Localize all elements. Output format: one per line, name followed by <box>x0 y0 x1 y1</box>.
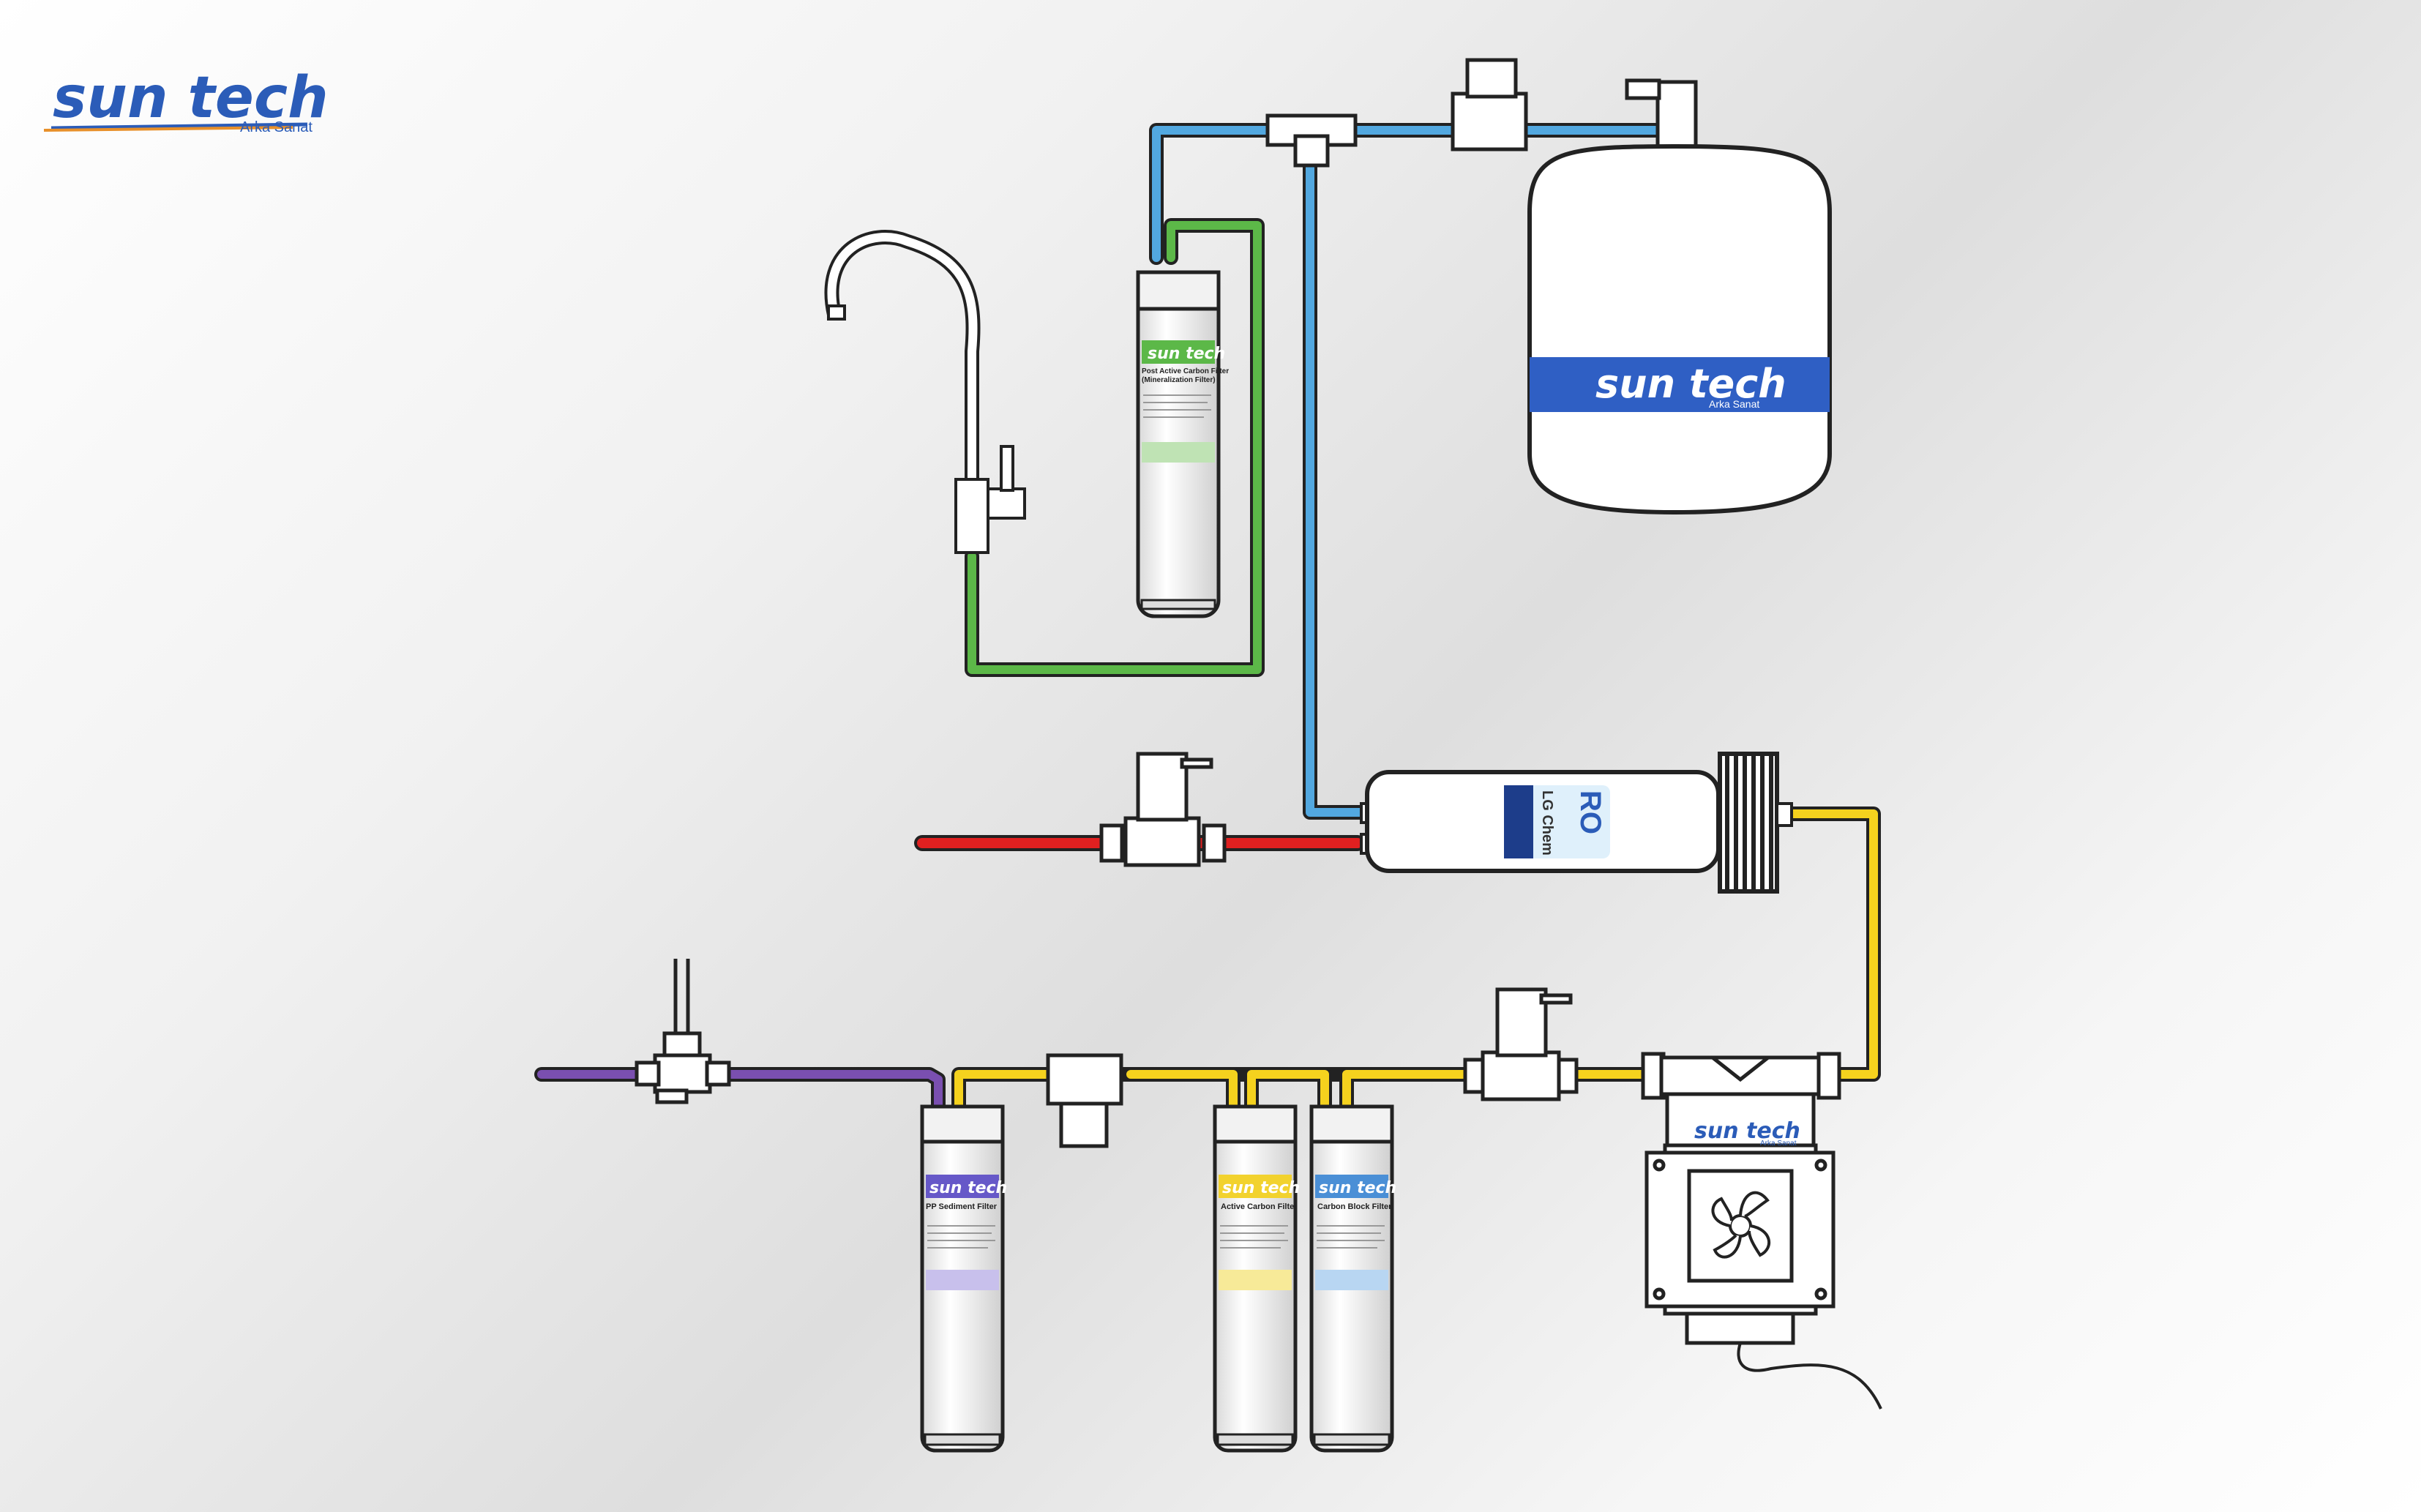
logo-tagline: Arka Sanat <box>240 119 313 135</box>
logo-wordmark: sun tech <box>53 65 329 131</box>
post-filter-logo: sun tech <box>1148 345 1225 363</box>
pp-filter-title: PP Sediment Filter <box>926 1202 998 1211</box>
tank-band <box>1530 357 1830 412</box>
post-filter-pipe <box>965 218 1265 677</box>
cb-filter-title: Carbon Block Filter <box>1317 1202 1392 1211</box>
filter-carbon-block: sun tech Carbon Block Filter <box>1309 1104 1396 1453</box>
ac-filter-title: Active Carbon Filter <box>1221 1202 1298 1211</box>
tank-logo: sun tech <box>1595 361 1786 407</box>
tee-fitting <box>1265 113 1358 168</box>
yellow-pipe-stroke-1 <box>1781 809 1878 1079</box>
cb-filter-band <box>1315 1175 1388 1198</box>
drain-solenoid-valve[interactable] <box>1099 752 1227 867</box>
pump-power-cable <box>1737 1342 1882 1410</box>
tank-tagline: Arka Sanat <box>1709 398 1759 410</box>
company-logo: sun tech Arka Sanat <box>43 65 329 135</box>
faucet-handle[interactable] <box>1000 445 1014 492</box>
inlet-solenoid-valve[interactable] <box>1463 987 1579 1101</box>
inlet-pipe <box>534 1067 946 1114</box>
pump-logo: sun tech <box>1694 1118 1800 1144</box>
post-filter-band <box>1142 340 1215 364</box>
post-filter-title-1: Post Active Carbon Filter <box>1142 367 1229 375</box>
shut-off-valve[interactable] <box>1451 58 1528 151</box>
pump-tagline: Arka Sanat <box>1760 1139 1797 1148</box>
prefilter-pipe <box>951 1067 1650 1114</box>
booster-pump: sun tech Arka Sanat <box>1641 1052 1882 1410</box>
fan-icon <box>1711 1191 1771 1259</box>
logo-swoosh-orange <box>43 126 293 132</box>
post-carbon-filter: sun tech Post Active Carbon Filter (Mine… <box>1136 270 1229 618</box>
cb-filter-logo: sun tech <box>1319 1179 1396 1197</box>
ac-filter-logo: sun tech <box>1222 1179 1300 1197</box>
pp-filter-band <box>926 1175 999 1198</box>
post-filter-title-2: (Mineralization Filter) <box>1142 376 1216 384</box>
inlet-pipe-stroke <box>537 1070 943 1111</box>
filter-active-carbon: sun tech Active Carbon Filter <box>1213 1104 1300 1453</box>
ro-label: RO <box>1574 790 1606 834</box>
low-pressure-switch <box>1046 1053 1123 1148</box>
ro-maker: LG Chem <box>1539 790 1555 856</box>
storage-tank: sun tech Arka Sanat <box>1527 78 1832 515</box>
inlet-valve[interactable] <box>635 959 731 1104</box>
product-pipe-stroke <box>1152 126 1680 817</box>
prefilter-pipe-stroke <box>954 1070 1647 1111</box>
faucet[interactable] <box>824 230 1026 554</box>
post-pipe-stroke <box>968 221 1262 674</box>
pp-filter-logo: sun tech <box>929 1179 1007 1197</box>
filter-pp-sediment: sun tech PP Sediment Filter <box>920 1104 1007 1453</box>
ac-filter-band <box>1219 1175 1292 1198</box>
faucet-body <box>954 478 989 554</box>
product-water-pipe <box>1149 123 1683 820</box>
logo-swoosh-blue <box>50 122 308 130</box>
ro-membrane: RO LG Chem <box>1360 752 1793 894</box>
